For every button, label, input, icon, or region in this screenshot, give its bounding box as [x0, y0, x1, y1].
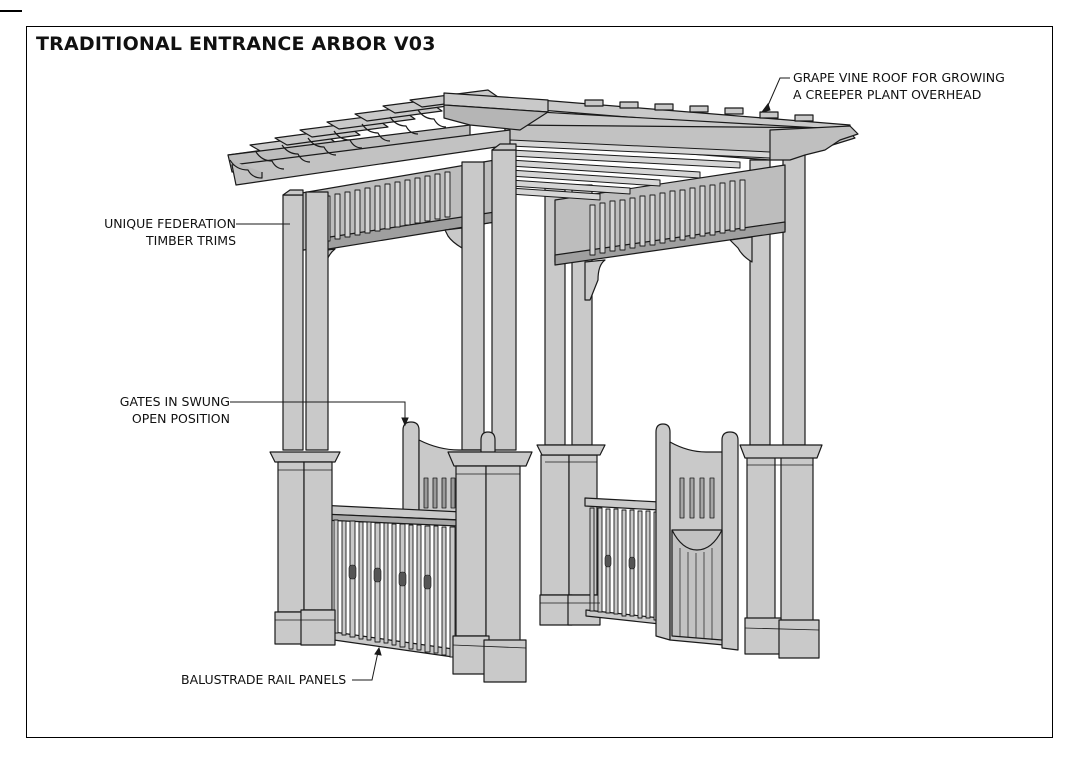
- drawing-title: TRADITIONAL ENTRANCE ARBOR V03: [36, 33, 436, 55]
- callout-trims-line1: UNIQUE FEDERATION: [104, 216, 236, 231]
- left-trim-slats: [324, 171, 451, 242]
- callout-trims: UNIQUE FEDERATION TIMBER TRIMS: [80, 215, 236, 249]
- right-gate: [655, 423, 739, 651]
- callout-balustrade: BALUSTRADE RAIL PANELS: [181, 671, 346, 688]
- callout-roof-line1: GRAPE VINE ROOF FOR GROWING: [793, 70, 1005, 85]
- corner-mark: [0, 0, 22, 12]
- callout-gates: GATES IN SWUNG OPEN POSITION: [100, 393, 230, 427]
- right-balustrade: [584, 497, 661, 625]
- left-balustrade: [317, 504, 463, 659]
- callout-balustrade-line1: BALUSTRADE RAIL PANELS: [181, 672, 347, 687]
- post-base-details: [275, 461, 820, 649]
- callout-trims-line2: TIMBER TRIMS: [146, 233, 236, 248]
- front-posts: [282, 143, 517, 451]
- callout-roof: GRAPE VINE ROOF FOR GROWING A CREEPER PL…: [793, 69, 1005, 103]
- front-post-bases: [269, 451, 533, 683]
- roof-left: [227, 89, 549, 186]
- drawing-frame: [26, 26, 1053, 738]
- right-trim-slats: [589, 179, 746, 256]
- callout-roof-line2: A CREEPER PLANT OVERHEAD: [793, 87, 982, 102]
- right-brackets: [584, 236, 753, 301]
- callout-gates-line2: OPEN POSITION: [131, 411, 230, 426]
- callout-gates-line1: GATES IN SWUNG: [119, 394, 230, 409]
- leader-lines: [230, 77, 790, 681]
